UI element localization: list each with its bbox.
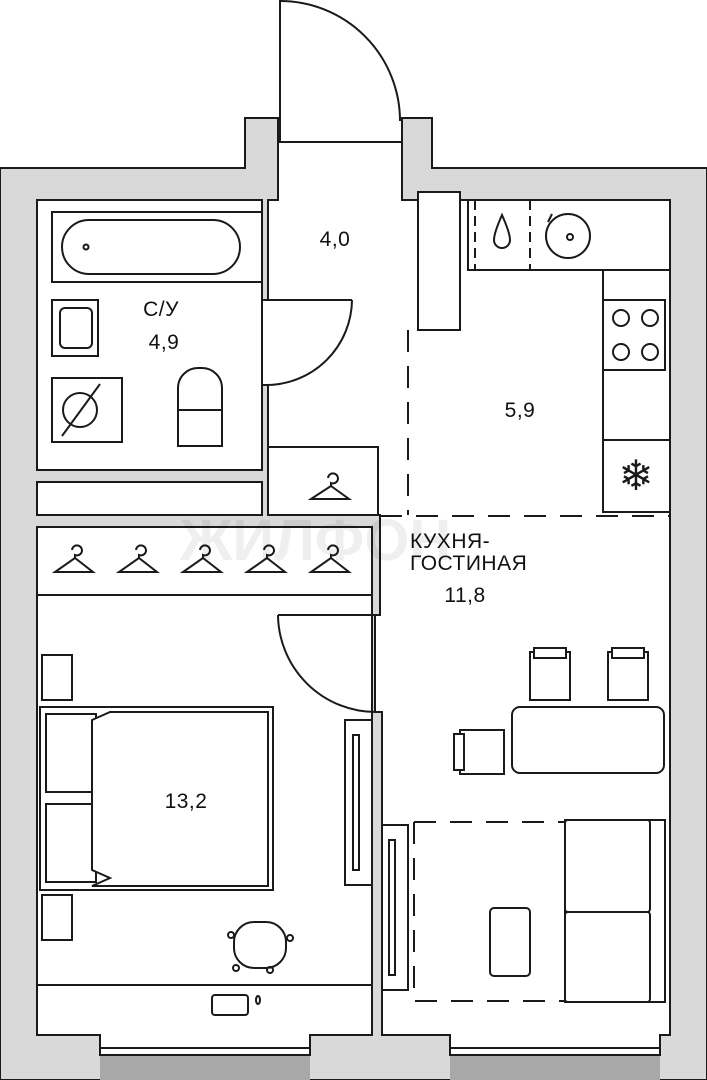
hangers (51, 472, 353, 573)
water-drop-icon (492, 212, 512, 249)
kitchen-sink-icon (545, 213, 591, 259)
fridge: ❄ (602, 439, 671, 513)
kitchen-area: 5,9 (505, 399, 536, 422)
living-area: 11,8 (444, 584, 485, 607)
hanger-icon (51, 544, 96, 573)
bathtub (51, 211, 263, 283)
bathroom-area: 4,9 (149, 331, 180, 354)
hanger-icon (115, 544, 160, 573)
bathroom-name: С/У (143, 298, 179, 321)
laptop (211, 994, 249, 1016)
watermark: ЖИЛФОН (179, 508, 451, 573)
living-name-2: ГОСТИНАЯ (410, 552, 527, 575)
dining-chair (529, 647, 571, 701)
entrance-door[interactable] (279, 0, 401, 142)
hanger-icon (179, 544, 224, 573)
bathroom-door[interactable] (265, 299, 353, 386)
hanger-icon (307, 472, 353, 500)
living-tv (381, 824, 409, 991)
snowflake-icon: ❄ (618, 454, 653, 500)
closet (267, 446, 379, 516)
storage-strip (36, 481, 263, 516)
bathroom-sink (51, 299, 99, 357)
coffee-table (489, 907, 531, 977)
dining-chair (607, 647, 649, 701)
washing-machine (51, 377, 123, 443)
stove (602, 299, 666, 371)
hanger-icon (307, 544, 352, 573)
dining-chair (453, 729, 505, 775)
bed (39, 706, 274, 891)
toilet (177, 367, 223, 447)
nightstand (41, 654, 73, 701)
desk-chair (227, 921, 294, 974)
bedroom-area: 13,2 (165, 790, 208, 813)
sofa (564, 819, 666, 1003)
nightstand (41, 894, 73, 941)
dining-table (511, 706, 665, 774)
hall-area: 4,0 (320, 228, 351, 251)
kitchen-column (417, 191, 461, 331)
bedroom-door[interactable] (277, 614, 377, 713)
hanger-icon (243, 544, 288, 573)
bedroom-tv (344, 719, 373, 886)
living-name-1: КУХНЯ- (410, 530, 490, 553)
